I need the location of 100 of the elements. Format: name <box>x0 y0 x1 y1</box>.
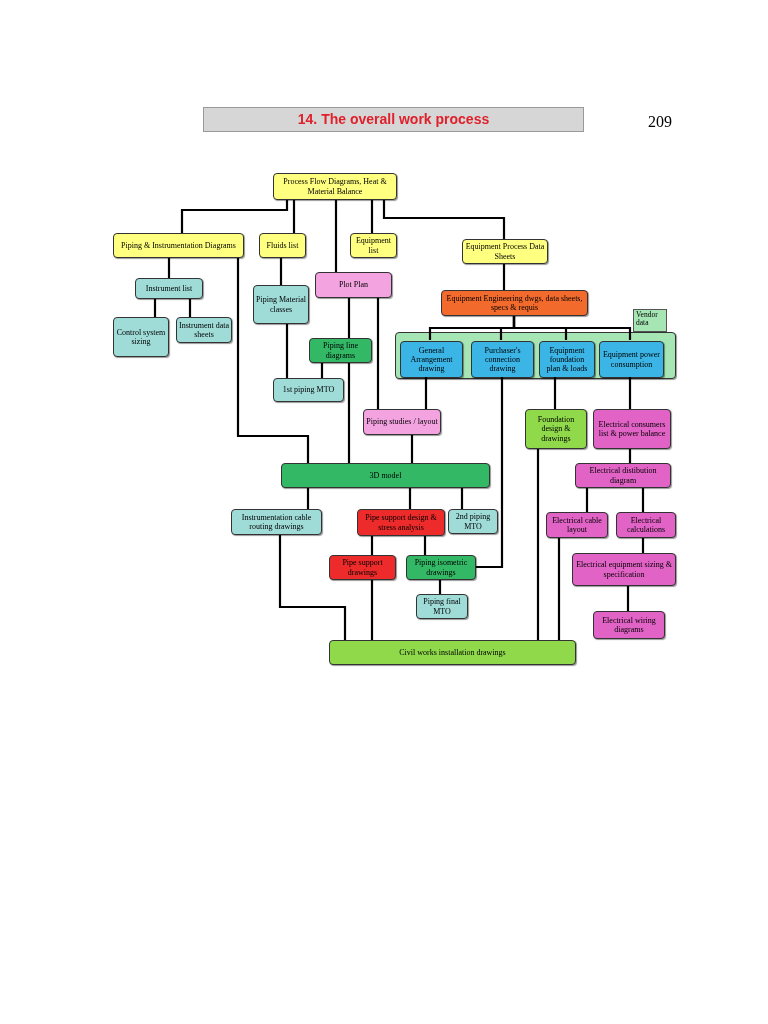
process-box <box>593 409 671 449</box>
connector-line <box>347 363 351 463</box>
process-box <box>273 378 344 402</box>
connector-line <box>320 363 324 378</box>
process-box <box>593 611 665 639</box>
box-label: Electrical calculations <box>625 515 667 535</box>
connector-line <box>306 488 310 509</box>
process-box <box>273 173 397 200</box>
box-label: General Arrangement drawing <box>409 345 454 374</box>
box-label: Piping studies / layout <box>366 417 438 427</box>
process-box <box>113 233 244 258</box>
connector-line <box>376 298 380 409</box>
connector-line <box>553 377 557 409</box>
box-label: Foundation design & drawings <box>536 415 576 443</box>
connector-line <box>153 299 157 317</box>
box-label: Instrument data sheets <box>179 320 229 340</box>
box-label: Electrical wiring diagrams <box>601 615 657 635</box>
process-box <box>471 341 534 378</box>
page-number: 209 <box>648 112 672 132</box>
box-label: Piping & Instrumentation Diagrams <box>121 240 236 251</box>
connector-line <box>424 377 428 409</box>
connector-line <box>408 488 412 509</box>
process-box <box>575 463 671 488</box>
process-box <box>539 341 595 378</box>
process-box <box>259 233 306 258</box>
process-box <box>135 278 203 299</box>
connector-line <box>278 535 347 640</box>
connector-line <box>292 200 296 233</box>
connector-line <box>536 449 540 640</box>
connector-line <box>285 324 289 378</box>
box-label: Plot Plan <box>338 280 369 290</box>
box-label: Equipment Engineering dwgs, data sheets, specs & requis <box>445 293 584 313</box>
connector-line <box>279 258 283 285</box>
process-box <box>281 463 490 488</box>
box-label: Equipment Process Data Sheets <box>465 242 545 261</box>
connector-line <box>236 258 310 463</box>
process-box <box>253 285 309 324</box>
box-label: Electrical cable layout <box>551 515 603 535</box>
connector-line <box>167 258 171 278</box>
connector-line <box>626 586 630 611</box>
connector-line <box>334 200 338 272</box>
connector-line <box>370 536 374 555</box>
process-box <box>400 341 463 378</box>
box-label: Pipe support design & stress analysis <box>364 513 438 532</box>
box-label: Instrument list <box>145 283 193 294</box>
box-label: Process Flow Diagrams, Heat & Material Balance <box>282 177 388 196</box>
connector-line <box>410 435 414 463</box>
process-box <box>572 553 676 586</box>
box-label: Electrical equipment sizing & specification <box>575 560 673 579</box>
connector-line <box>370 200 374 233</box>
box-label: Piping line diagrams <box>322 341 359 360</box>
connector-line <box>460 488 464 509</box>
connector-line <box>585 488 589 512</box>
box-label: Piping Material classes <box>256 295 306 314</box>
connector-line <box>347 298 351 338</box>
connector-line <box>641 538 645 553</box>
process-box <box>329 640 576 665</box>
connector-line <box>188 299 192 317</box>
box-label: Pipe support drawings <box>341 558 384 577</box>
box-label: Piping isometric drawings <box>413 558 469 577</box>
process-box <box>616 512 676 538</box>
process-box <box>329 555 396 580</box>
connector-line <box>180 200 289 233</box>
connector-line <box>628 377 632 409</box>
connector-line <box>641 488 645 512</box>
process-box <box>231 509 322 535</box>
box-label: Purchaser's connection drawing <box>483 345 522 374</box>
connector-line <box>512 316 632 340</box>
connector-line <box>502 264 506 290</box>
box-label: Equipment power consumption <box>602 350 661 369</box>
box-label: Electrical consumers list & power balance <box>597 419 667 439</box>
box-label: Piping final MTO <box>422 597 462 616</box>
process-box <box>416 594 468 619</box>
connector-line <box>382 200 506 239</box>
connector-line <box>557 538 561 640</box>
process-box <box>113 317 169 357</box>
process-box <box>357 509 445 536</box>
box-label: 2nd piping MTO <box>454 512 492 531</box>
box-label: Equipment foundation plan & loads <box>545 345 589 374</box>
box-label: Electrical distibution diagram <box>588 466 658 485</box>
connector-line <box>370 580 374 640</box>
connector-line <box>476 377 504 569</box>
process-box <box>599 341 664 378</box>
box-label: 1st piping MTO <box>282 385 335 395</box>
process-box <box>363 409 441 435</box>
process-box <box>448 509 498 534</box>
box-label: Control system sizing <box>116 327 166 347</box>
process-box <box>525 409 587 449</box>
box-label: 3D model <box>369 470 402 481</box>
process-box <box>546 512 608 538</box>
process-box <box>406 555 476 580</box>
process-box <box>309 338 372 363</box>
title-banner: 14. The overall work process <box>203 107 584 132</box>
box-label: Instrumentation cable routing drawings <box>240 512 313 532</box>
connector-line <box>628 449 632 463</box>
box-label: Equipment list <box>354 236 393 255</box>
connector-line <box>423 536 427 555</box>
connector-line <box>438 580 442 594</box>
process-box <box>315 272 392 298</box>
box-label: Civil works installation drawings <box>399 647 506 658</box>
